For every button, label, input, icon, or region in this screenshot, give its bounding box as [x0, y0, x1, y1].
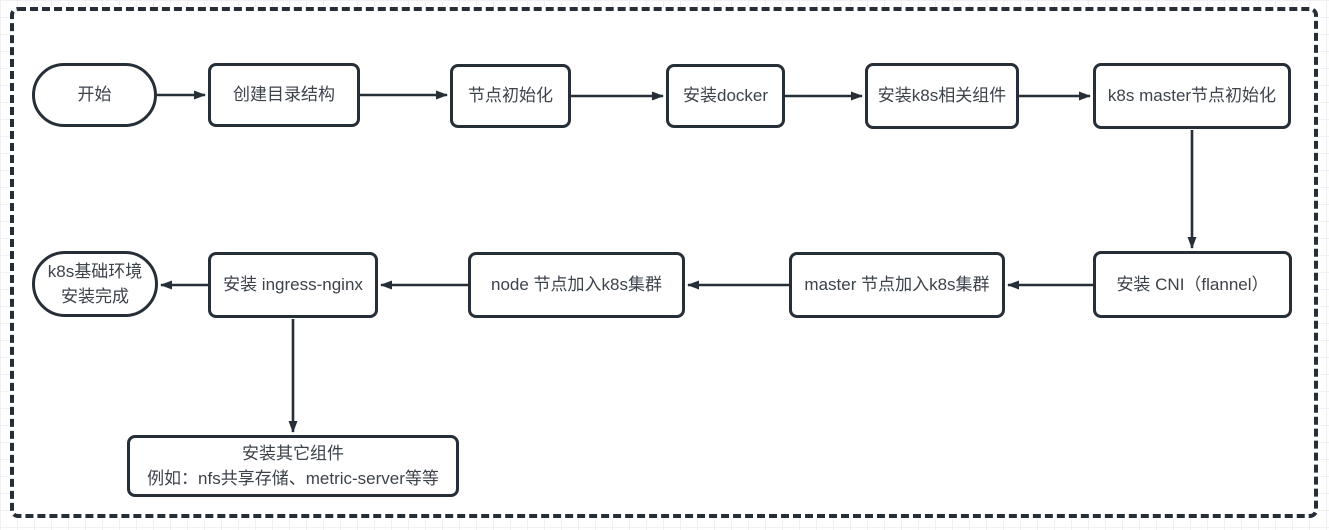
flow-node-install-k8s-components: 安装k8s相关组件	[865, 63, 1019, 129]
flow-node-create-directory: 创建目录结构	[208, 63, 360, 127]
flow-node-install-docker: 安装docker	[666, 64, 785, 128]
flow-node-master-join-cluster: master 节点加入k8s集群	[789, 252, 1005, 318]
flow-node-k8s-master-init: k8s master节点初始化	[1093, 63, 1291, 129]
flow-node-install-other-components: 安装其它组件 例如：nfs共享存储、metric-server等等	[127, 435, 459, 497]
flow-node-install-cni: 安装 CNI（flannel）	[1093, 251, 1292, 318]
flow-node-install-ingress-nginx: 安装 ingress-nginx	[208, 252, 378, 318]
flow-node-finish: k8s基础环境 安装完成	[32, 251, 158, 317]
flow-node-node-init: 节点初始化	[450, 64, 571, 128]
flow-node-node-join-cluster: node 节点加入k8s集群	[468, 252, 685, 318]
flow-node-start: 开始	[32, 63, 157, 127]
